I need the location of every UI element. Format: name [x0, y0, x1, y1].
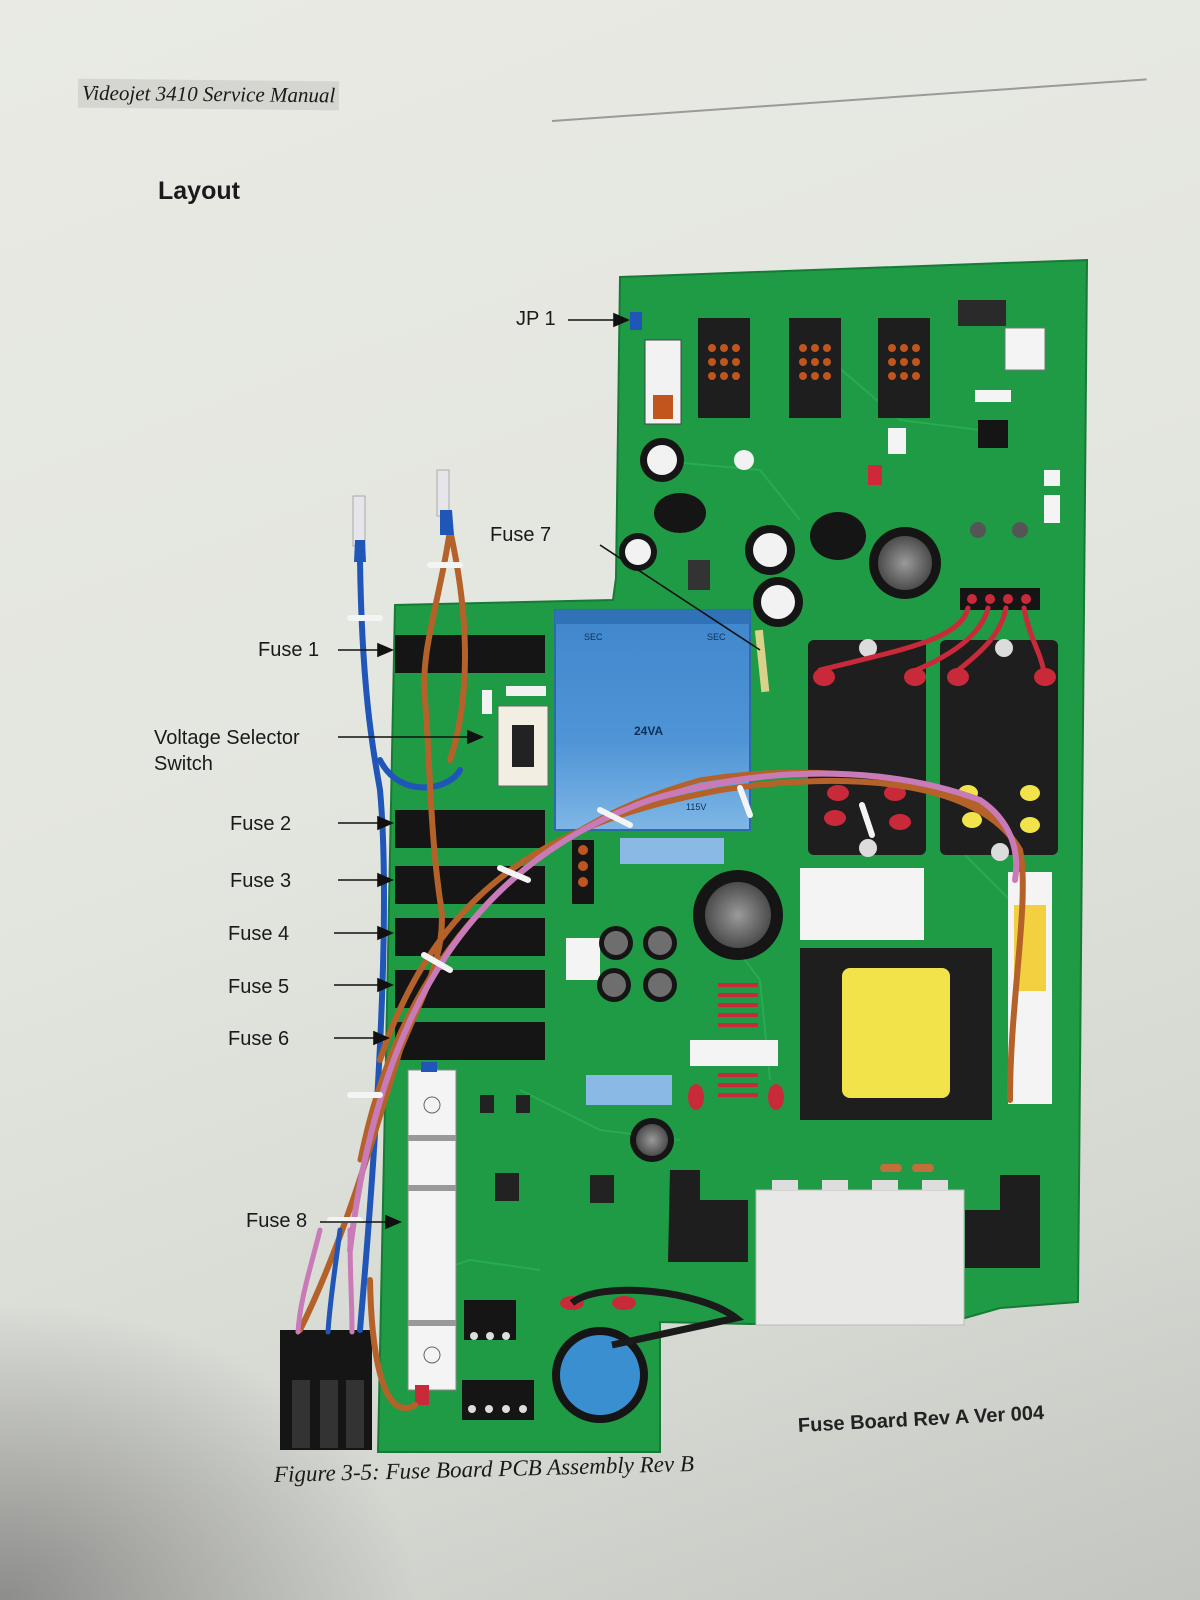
callout-fuse2: Fuse 2: [230, 813, 292, 835]
voltage-selector-switch: [482, 686, 549, 787]
callout-fuse8: Fuse 8: [246, 1210, 308, 1232]
middle-components: [566, 838, 924, 1110]
callout-leaders: [320, 312, 761, 1230]
silk-sec-right: SEC: [707, 632, 726, 642]
transformer-voltage: 115V: [686, 802, 706, 812]
callout-fuse4: Fuse 4: [228, 923, 290, 945]
upper-capacitors: [619, 438, 1028, 627]
upper-connectors: [630, 300, 1060, 523]
lower-components: [407, 1062, 1040, 1423]
wiring: [295, 469, 1047, 1412]
transformer-rating: 24VA: [634, 724, 663, 738]
callout-fuse5: Fuse 5: [228, 976, 290, 998]
harness-connector: [280, 1330, 372, 1450]
section-heading: Layout: [158, 177, 240, 205]
silk-sec-left: SEC: [584, 632, 603, 642]
callout-fuse1: Fuse 1: [258, 639, 320, 661]
callout-jp1: JP 1: [516, 308, 556, 330]
callout-fuse7: Fuse 7: [490, 524, 552, 546]
callout-fuse3: Fuse 3: [230, 870, 292, 892]
callout-voltage-selector: Voltage Selector Switch: [154, 727, 300, 775]
callout-fuse6: Fuse 6: [228, 1028, 290, 1050]
